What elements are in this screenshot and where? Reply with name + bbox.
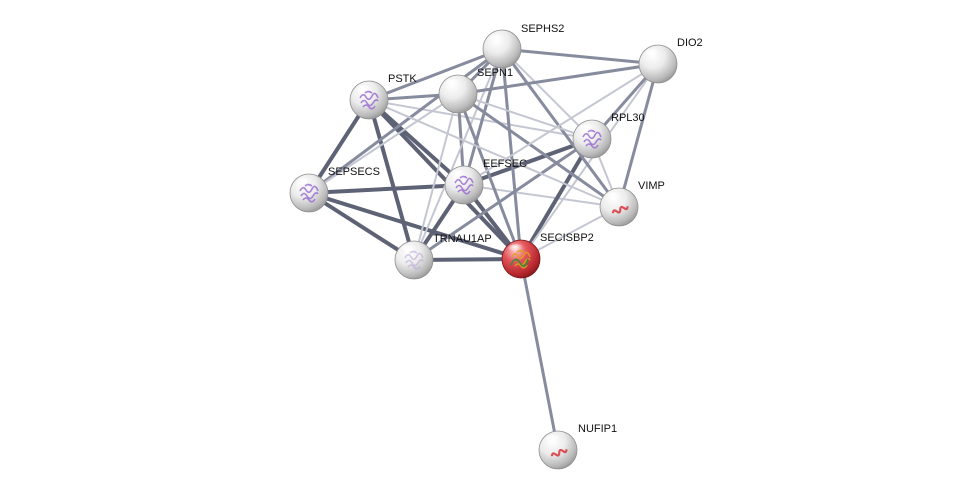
node-highlight [605,192,625,204]
edge-sepn1-rpl30[interactable] [457,93,593,140]
node-label: SEPHS2 [521,23,564,35]
node-highlight [544,435,564,447]
node-trnau1ap[interactable]: TRNAU1AP [394,233,492,280]
node-pstk[interactable]: PSTK [349,73,417,120]
edge-secisbp2-sephs2[interactable] [500,47,523,261]
edge-eefsec-vimp[interactable] [463,184,620,208]
node-label: TRNAU1AP [433,233,492,245]
edge-trnau1ap-rpl30[interactable] [412,137,594,262]
node-highlight [644,49,664,61]
edge-secisbp2-rpl30[interactable] [519,137,594,261]
node-dio2[interactable]: DIO2 [638,37,703,84]
edge-sepn1-vimp[interactable] [456,92,621,209]
helix-structure-icon [611,205,629,214]
edge-sephs2-rpl30[interactable] [501,48,593,140]
edge-secisbp2-nufip1[interactable] [519,257,560,452]
node-label: EEFSEC [483,158,527,170]
edge-pstk-vimp[interactable] [368,99,620,208]
edge-sepn1-dio2[interactable] [456,62,660,96]
node-vimp[interactable]: VIMP [599,180,665,227]
node-sepn1[interactable]: SEPN1 [438,67,513,114]
node-label: SEPSECS [328,166,380,178]
node-secisbp2[interactable]: SECISBP2 [501,232,594,279]
node-highlight [400,245,420,257]
node-highlight [444,79,464,91]
edge-sepsecs-eefsec[interactable] [307,183,466,195]
edge-pstk-secisbp2[interactable] [367,98,523,261]
helix-structure-icon [550,448,568,457]
node-label: DIO2 [677,37,703,49]
node-highlight [507,244,527,256]
edge-sepsecs-secisbp2[interactable] [307,191,523,261]
node-label: SEPN1 [477,67,513,79]
edge-dio2-vimp[interactable] [617,62,660,209]
edge-dio2-eefsec[interactable] [463,63,659,186]
edge-sepsecs-sepn1[interactable] [308,93,459,194]
node-highlight [578,124,598,136]
edge-pstk-rpl30[interactable] [368,99,593,140]
edge-pstk-sephs2[interactable] [367,47,504,102]
edge-eefsec-sephs2[interactable] [462,47,504,187]
node-label: NUFIP1 [578,423,617,435]
node-nufip1[interactable]: NUFIP1 [538,423,617,470]
node-highlight [488,34,508,46]
node-label: VIMP [638,180,665,192]
edge-pstk-trnau1ap[interactable] [367,98,416,262]
node-highlight [295,178,315,190]
edge-sepsecs-sephs2[interactable] [307,47,504,195]
node-sepsecs[interactable]: SEPSECS [289,166,380,213]
edge-eefsec-rpl30[interactable] [462,137,594,187]
edge-trnau1ap-sepn1[interactable] [413,93,459,261]
node-label: SECISBP2 [540,232,594,244]
edge-secisbp2-sepn1[interactable] [456,92,523,261]
edge-secisbp2-dio2[interactable] [520,63,659,260]
edge-sepsecs-trnau1ap[interactable] [307,191,416,262]
node-sephs2[interactable]: SEPHS2 [482,23,564,69]
node-eefsec[interactable]: EEFSEC [444,158,527,205]
node-highlight [450,170,470,182]
node-highlight [355,85,375,97]
node-rpl30[interactable]: RPL30 [572,112,645,159]
edge-trnau1ap-sephs2[interactable] [413,48,503,261]
node-label: PSTK [388,73,417,85]
node-label: RPL30 [611,112,645,124]
edge-sephs2-dio2[interactable] [500,47,660,66]
